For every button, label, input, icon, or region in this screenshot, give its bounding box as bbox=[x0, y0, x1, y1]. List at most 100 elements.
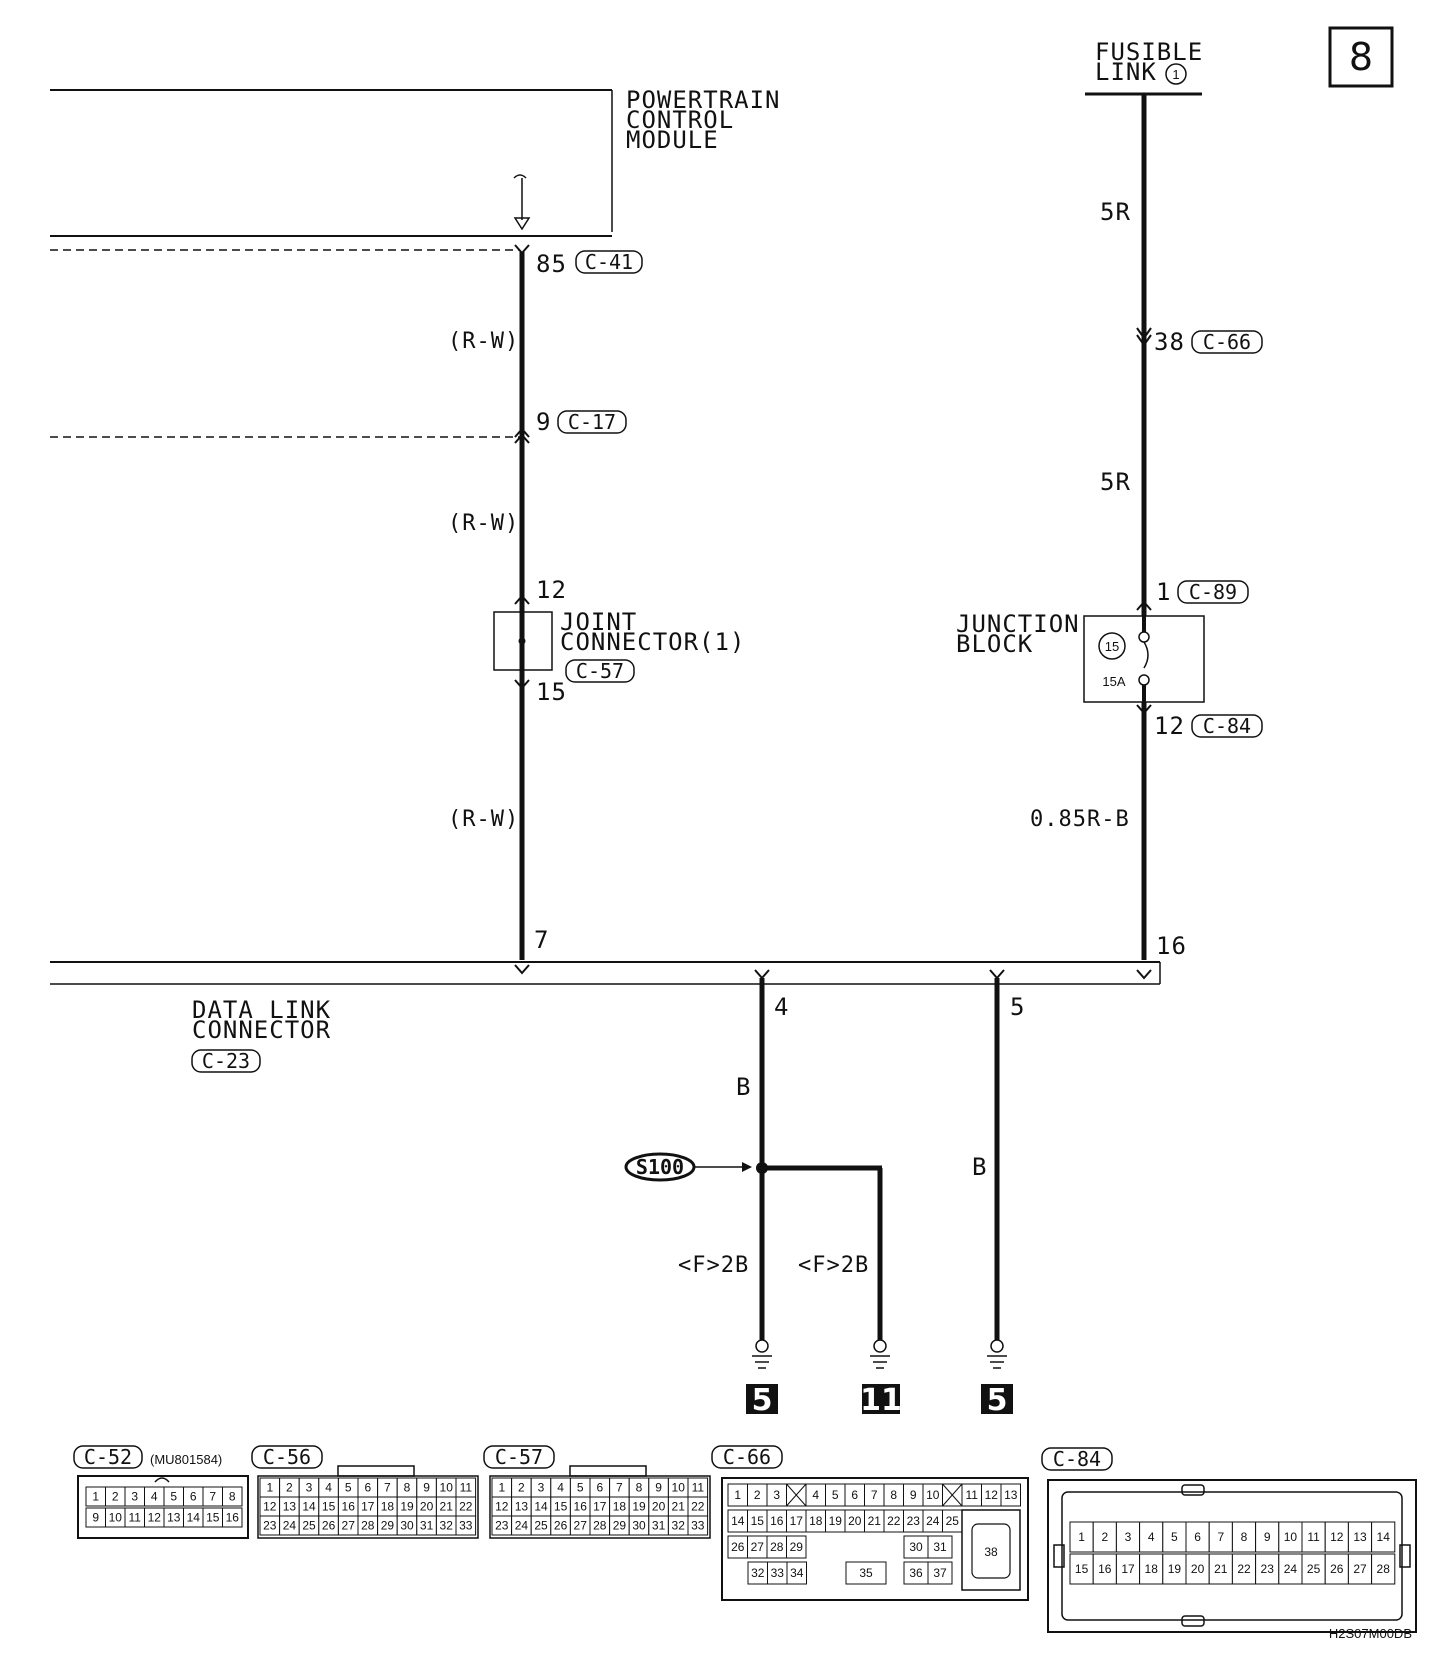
pin-cell: 26 bbox=[322, 1519, 336, 1533]
fuse-icon bbox=[1143, 641, 1149, 669]
pcm-label-1: POWERTRAIN bbox=[626, 86, 781, 114]
pin-cell: 25 bbox=[302, 1519, 316, 1533]
pin-cell: 12 bbox=[148, 1511, 162, 1525]
dlc-pin-16: 16 bbox=[1156, 932, 1187, 960]
pin-cell: 17 bbox=[593, 1500, 607, 1514]
pin-cell: 7 bbox=[871, 1488, 878, 1502]
pin-cell: 32 bbox=[440, 1519, 454, 1533]
wire-color-rw-3: (R-W) bbox=[448, 807, 519, 832]
wire-color-b-1: B bbox=[736, 1073, 751, 1101]
pin-cell: 38 bbox=[984, 1545, 998, 1559]
wire-color-5r-1: 5R bbox=[1100, 198, 1131, 226]
pcm-pin: 85 bbox=[536, 250, 567, 278]
svg-text:C-84: C-84 bbox=[1203, 714, 1251, 738]
pin-cell: 11 bbox=[1307, 1530, 1320, 1544]
pin-cell: 3 bbox=[538, 1481, 545, 1495]
right-wire bbox=[1136, 94, 1152, 960]
signal-symbol-icon bbox=[513, 174, 527, 179]
pin-cell: 31 bbox=[420, 1519, 434, 1533]
left-wire bbox=[514, 244, 530, 975]
pin-cell: 31 bbox=[933, 1540, 947, 1554]
fusible-link-label-2: LINK bbox=[1095, 58, 1157, 86]
pin-cell: 15 bbox=[322, 1500, 336, 1514]
pin-cell: 15 bbox=[751, 1514, 765, 1528]
connector-tag-c84-view: C-84 bbox=[1041, 1447, 1113, 1471]
pin-cell: 23 bbox=[263, 1519, 277, 1533]
wire-color-5r-2: 5R bbox=[1100, 468, 1131, 496]
pin-cell: 3 bbox=[773, 1488, 780, 1502]
connector-tag-c56: C-56 bbox=[251, 1445, 323, 1469]
pin-cell: 13 bbox=[283, 1500, 297, 1514]
svg-text:C-52: C-52 bbox=[84, 1445, 132, 1469]
dlc-label-2: CONNECTOR bbox=[192, 1016, 331, 1044]
pin-cell: 22 bbox=[459, 1500, 473, 1514]
pin-cell: 22 bbox=[691, 1500, 705, 1514]
pin-cell: 10 bbox=[926, 1488, 940, 1502]
pin-cell: 23 bbox=[1261, 1562, 1275, 1576]
pin-cell: 29 bbox=[381, 1519, 395, 1533]
pin-cell: 18 bbox=[613, 1500, 627, 1514]
c17-pin: 9 bbox=[536, 408, 551, 436]
pin-cell: 9 bbox=[1264, 1530, 1271, 1544]
c89-pin: 1 bbox=[1156, 578, 1171, 606]
pin-cell: 21 bbox=[672, 1500, 686, 1514]
pin-cell: 17 bbox=[1121, 1562, 1135, 1576]
joint-pin-out: 15 bbox=[536, 678, 567, 706]
pin-cell: 18 bbox=[381, 1500, 395, 1514]
svg-text:C-56: C-56 bbox=[263, 1445, 311, 1469]
pin-cell: 13 bbox=[167, 1511, 181, 1525]
svg-text:5: 5 bbox=[987, 1383, 1008, 1418]
svg-text:C-17: C-17 bbox=[568, 410, 616, 434]
pin-cell: 9 bbox=[423, 1481, 430, 1495]
pin-cell: 28 bbox=[361, 1519, 375, 1533]
pin-cell: 20 bbox=[652, 1500, 666, 1514]
pin-cell: 14 bbox=[534, 1500, 548, 1514]
pin-cell: 11 bbox=[692, 1481, 705, 1495]
page-number: 8 bbox=[1349, 35, 1373, 79]
pin-cell: 22 bbox=[1237, 1562, 1251, 1576]
pin-cell: 31 bbox=[652, 1519, 666, 1533]
pin-cell: 34 bbox=[790, 1566, 804, 1580]
pin-cell: 22 bbox=[887, 1514, 901, 1528]
fusible-link-number-circle: 1 bbox=[1165, 63, 1187, 85]
pin-cell: 25 bbox=[534, 1519, 548, 1533]
pin-cell: 8 bbox=[890, 1488, 897, 1502]
svg-text:C-57: C-57 bbox=[576, 659, 624, 683]
pcm-label-2: CONTROL bbox=[626, 106, 734, 134]
pin-cell: 20 bbox=[1191, 1562, 1205, 1576]
wire-color-rw-1: (R-W) bbox=[448, 329, 519, 354]
pin-cell: 23 bbox=[495, 1519, 509, 1533]
fuse-rating: 15A bbox=[1102, 674, 1125, 689]
pin-cell: 6 bbox=[851, 1488, 858, 1502]
joint-node bbox=[518, 637, 526, 645]
pin-cell: 1 bbox=[92, 1490, 99, 1504]
c52-part-number: (MU801584) bbox=[150, 1452, 222, 1467]
pin-cell: 20 bbox=[848, 1514, 862, 1528]
ground-symbol-3: 5 bbox=[981, 1339, 1013, 1418]
pin-cell: 16 bbox=[770, 1514, 784, 1528]
c66-pin: 38 bbox=[1154, 328, 1185, 356]
pin-cell: 4 bbox=[812, 1488, 819, 1502]
pin-cell: 26 bbox=[554, 1519, 568, 1533]
pin-cell: 24 bbox=[515, 1519, 529, 1533]
pin-cell: 30 bbox=[632, 1519, 646, 1533]
pin-cell: 11 bbox=[129, 1511, 142, 1525]
pin-cell: 16 bbox=[574, 1500, 588, 1514]
svg-text:C-84: C-84 bbox=[1053, 1447, 1101, 1471]
wire-color-f2b-2: <F>2B bbox=[798, 1253, 869, 1278]
pin-cell: 13 bbox=[1353, 1530, 1367, 1544]
pin-cell: 26 bbox=[1330, 1562, 1344, 1576]
pcm-box: POWERTRAIN CONTROL MODULE bbox=[50, 86, 781, 237]
wire-color-rw-2: (R-W) bbox=[448, 511, 519, 536]
pin-cell: 2 bbox=[1101, 1530, 1108, 1544]
pin-cell: 3 bbox=[306, 1481, 313, 1495]
svg-text:11: 11 bbox=[860, 1383, 902, 1418]
connector-tag-c57-view: C-57 bbox=[483, 1445, 555, 1469]
splice-s100: S100 bbox=[624, 1152, 752, 1182]
pin-cell: 4 bbox=[557, 1481, 564, 1495]
pin-cell: 23 bbox=[907, 1514, 921, 1528]
ground-symbol-1: 5 bbox=[746, 1339, 778, 1418]
